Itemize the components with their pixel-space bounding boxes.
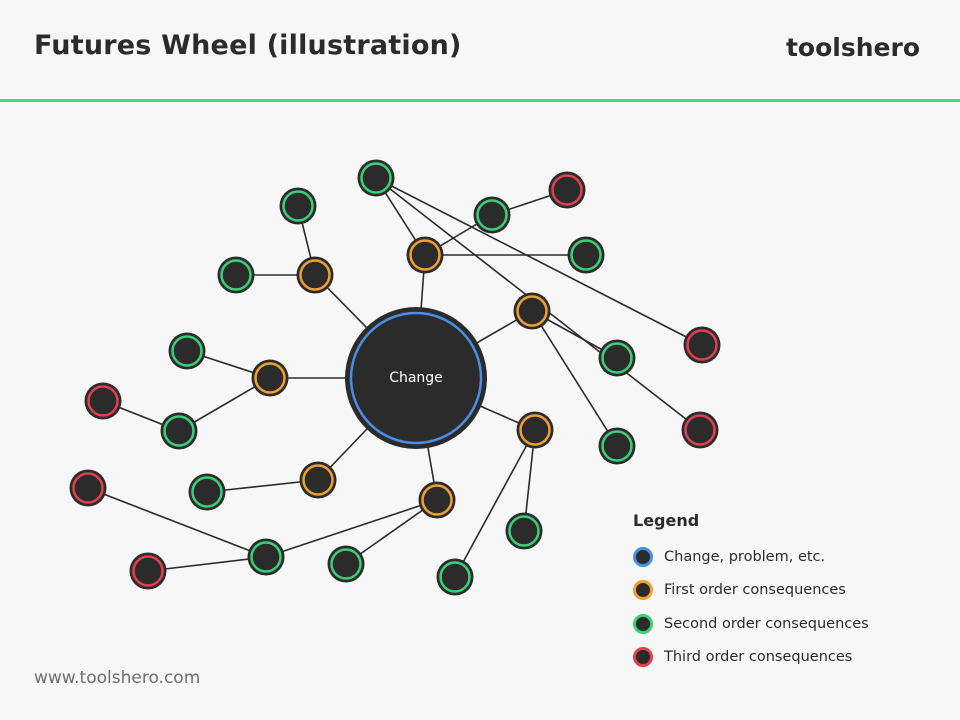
center-node-c xyxy=(345,307,487,449)
edge-f4-s7 xyxy=(345,499,438,565)
second-node-s11 xyxy=(598,339,636,377)
legend-label: Second order consequences xyxy=(664,615,869,632)
second-node-s10 xyxy=(598,427,636,465)
edge-f4-s6 xyxy=(265,499,438,558)
edge-s6-t3 xyxy=(147,556,267,572)
third-node-t3 xyxy=(129,552,167,590)
orange-circle-icon xyxy=(633,580,653,601)
blue-circle-icon xyxy=(633,546,653,567)
legend-label: First order consequences xyxy=(664,582,846,599)
third-node-t1 xyxy=(84,382,122,420)
second-node-s8 xyxy=(436,558,474,596)
page-title: Futures Wheel (illustration) xyxy=(34,30,462,61)
third-node-t6 xyxy=(548,171,586,209)
edge-s6-t2 xyxy=(87,487,267,558)
header-divider xyxy=(0,99,960,102)
second-node-s7 xyxy=(327,545,365,583)
first-node-f2 xyxy=(251,359,289,397)
first-node-f3 xyxy=(299,461,337,499)
second-node-s6 xyxy=(247,538,285,576)
legend-label: Third order consequences xyxy=(664,649,853,666)
first-node-f6 xyxy=(513,292,551,330)
second-node-s13 xyxy=(357,159,395,197)
second-node-s2 xyxy=(217,256,255,294)
edge-f6-s10 xyxy=(531,310,618,447)
third-node-t5 xyxy=(683,326,721,364)
legend-item-third-order: Third order consequences xyxy=(633,641,869,675)
second-node-s14 xyxy=(473,196,511,234)
second-node-s5 xyxy=(188,473,226,511)
legend-label: Change, problem, etc. xyxy=(664,548,826,565)
center-label: Change xyxy=(389,370,443,386)
second-node-s3 xyxy=(168,332,206,370)
edge-s13-t5 xyxy=(375,177,703,346)
edge-f5-s8 xyxy=(454,429,536,578)
legend-title: Legend xyxy=(633,511,700,530)
footer-url: www.toolshero.com xyxy=(34,668,201,688)
green-circle-icon xyxy=(633,613,653,634)
second-node-s4 xyxy=(160,412,198,450)
second-node-s1 xyxy=(279,187,317,225)
first-node-f5 xyxy=(516,411,554,449)
legend-item-second-order: Second order consequences xyxy=(633,607,869,641)
red-circle-icon xyxy=(633,647,653,668)
second-node-s9 xyxy=(505,512,543,550)
second-node-s12 xyxy=(567,236,605,274)
header: Futures Wheel (illustration) toolshero xyxy=(0,0,960,100)
third-node-t4 xyxy=(681,411,719,449)
legend-item-first-order: First order consequences xyxy=(633,574,869,608)
node-group xyxy=(69,159,721,596)
first-node-f4 xyxy=(418,481,456,519)
edge-f3-s5 xyxy=(206,479,319,493)
brand-logo: toolshero xyxy=(785,33,920,62)
legend-item-change: Change, problem, etc. xyxy=(633,540,869,574)
legend: Legend Change, problem, etc. First order… xyxy=(633,511,869,674)
first-node-f7 xyxy=(406,236,444,274)
first-node-f1 xyxy=(296,256,334,294)
third-node-t2 xyxy=(69,469,107,507)
